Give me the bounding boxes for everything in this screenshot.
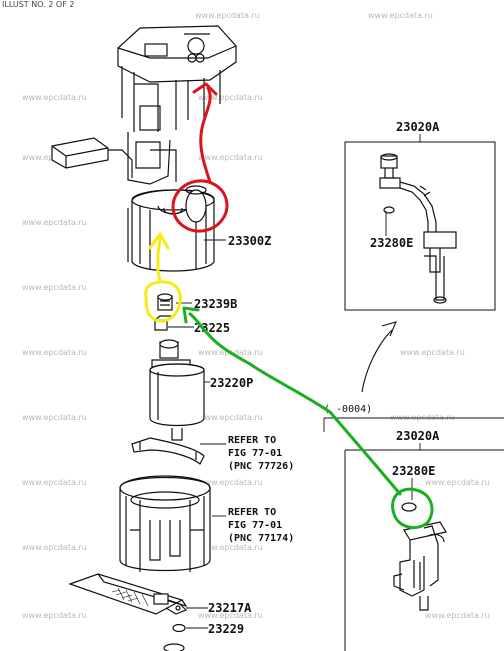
refer-note-77726: REFER TO FIG 77-01 (PNC 77726) (228, 435, 294, 472)
fuel-filter-housing (127, 185, 215, 272)
refer-note-77174: REFER TO FIG 77-01 (PNC 77174) (228, 507, 294, 544)
watermark: www.epcdata.ru (198, 413, 263, 422)
inset-box-bottom (344, 449, 504, 651)
watermark: www.epcdata.ru (425, 611, 490, 620)
red-annotation (171, 82, 229, 233)
watermark: www.epcdata.ru (22, 348, 87, 357)
refer-line-1: REFER TO (228, 507, 276, 518)
watermark: www.epcdata.ru (198, 543, 263, 552)
green-annotation (182, 306, 434, 530)
watermark: www.epcdata.ru (22, 413, 87, 422)
fuel-strainer (68, 573, 188, 615)
label-23280e-bottom[interactable]: 23280E (392, 464, 435, 478)
fuel-pipe-assembly-bottom (393, 502, 447, 611)
pump-bracket-cap (117, 25, 237, 185)
label-23300z[interactable]: 23300Z (228, 234, 271, 248)
watermark: www.epcdata.ru (425, 478, 490, 487)
yellow-annotation (144, 232, 182, 323)
watermark: www.epcdata.ru (22, 283, 87, 292)
label-23225[interactable]: 23225 (194, 321, 230, 335)
label-23280e-top[interactable]: 23280E (370, 236, 413, 250)
label-23217a[interactable]: 23217A (208, 601, 252, 615)
watermark: www.epcdata.ru (22, 611, 87, 620)
pump-lower-bracket (119, 475, 211, 572)
watermark: www.epcdata.ru (22, 93, 87, 102)
label-23220p[interactable]: 23220P (210, 376, 253, 390)
label-23020a-top[interactable]: 23020A (396, 120, 440, 134)
refer-line-3: (PNC 77726) (228, 461, 294, 472)
arrow-to-top-inset-icon (361, 321, 397, 393)
bottom-part-partial (163, 643, 185, 651)
watermark: www.epcdata.ru (198, 153, 263, 162)
label-23020a-bottom[interactable]: 23020A (396, 429, 440, 443)
label-23229[interactable]: 23229 (208, 622, 244, 636)
refer-line-3: (PNC 77174) (228, 533, 294, 544)
illustration-number: ILLUST NO. 2 OF 2 (2, 0, 75, 9)
watermark: www.epcdata.ru (198, 478, 263, 487)
refer-line-1: REFER TO (228, 435, 276, 446)
label-23239b[interactable]: 23239B (194, 297, 237, 311)
watermark: www.epcdata.ru (195, 11, 260, 20)
fuel-pipe-assembly-top (379, 153, 457, 304)
fuel-pump-motor (149, 339, 205, 441)
pump-cushion-23239b (157, 293, 173, 311)
watermark: www.epcdata.ru (22, 478, 87, 487)
watermark: www.epcdata.ru (22, 218, 87, 227)
fuel-level-float (51, 137, 133, 178)
refer-line-2[interactable]: FIG 77-01 (228, 520, 282, 531)
watermark: www.epcdata.ru (198, 611, 263, 620)
watermark: www.epcdata.ru (22, 543, 87, 552)
pump-retainer-plate (131, 437, 205, 465)
refer-line-2[interactable]: FIG 77-01 (228, 448, 282, 459)
watermark: www.epcdata.ru (390, 413, 455, 422)
watermark: www.epcdata.ru (368, 11, 433, 20)
watermark: www.epcdata.ru (198, 93, 263, 102)
date-range-label: ( -0004) (324, 404, 372, 415)
watermark: www.epcdata.ru (400, 348, 465, 357)
o-ring-23229 (172, 623, 186, 633)
inset-box-top (344, 141, 496, 311)
date-separator: ( -0004) (323, 404, 504, 432)
